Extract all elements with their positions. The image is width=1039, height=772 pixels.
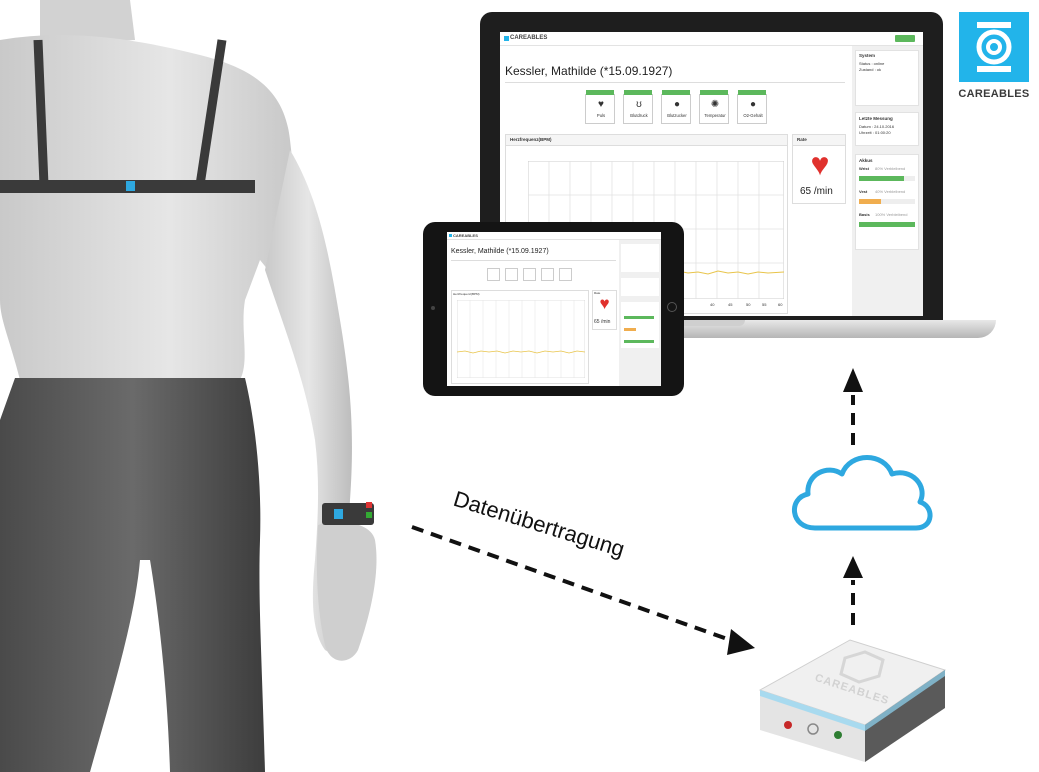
chart-tick: 60	[778, 302, 783, 307]
chart-tick: 50	[746, 302, 751, 307]
vital-card-temperatur[interactable]: ✺Temperatur	[699, 90, 729, 124]
tablet-rate-title: Rate	[594, 291, 601, 295]
battery-wrist-value: 80% Verbleibend	[875, 166, 906, 171]
careables-logo	[959, 12, 1029, 82]
chest-sensor	[126, 181, 135, 191]
vital-card-blutzucker[interactable]: ●Blutzucker	[661, 90, 691, 124]
tablet-screen: CAREABLES Kessler, Mathilde (*15.09.1927…	[447, 232, 661, 386]
laptop-rate-panel: Rate ♥ 65 /min	[792, 134, 846, 204]
tablet-chart-title: Herzfrequenz(BPM)	[453, 292, 480, 296]
rate-title: Rate	[797, 137, 807, 142]
battery-wrist-bar	[859, 176, 915, 181]
battery-base-value: 100% Verbleibend	[875, 212, 908, 217]
tablet-rate-value: 65 /min	[594, 319, 611, 325]
measurement-date: Datum : 24.10.2016	[859, 124, 895, 129]
drop-icon: ●	[749, 99, 757, 110]
careables-logo-icon	[976, 22, 1012, 72]
heart-icon: ♥	[599, 294, 610, 313]
chart-tick: 55	[762, 302, 767, 307]
cloud-icon	[791, 455, 933, 531]
battery-vest-value: 40% Verbleibend	[875, 189, 906, 194]
sun-icon: ✺	[710, 99, 720, 110]
system-panel	[855, 50, 919, 106]
base-power-icon	[807, 723, 819, 735]
person-illustration	[0, 0, 377, 772]
battery-title: Akkus	[859, 158, 873, 163]
tablet-chart-panel	[451, 290, 589, 384]
battery-vest: Vest	[859, 189, 868, 194]
drop-icon: ●	[673, 99, 681, 110]
upload-arrowhead-upper	[843, 368, 863, 392]
heart-icon: ♥	[598, 99, 604, 110]
wristband	[322, 503, 374, 525]
tablet-header-brand: CAREABLES	[453, 233, 478, 238]
measurement-time: Uhrzeit : 01:00:20	[859, 130, 891, 135]
laptop-patient-name: Kessler, Mathilde (*15.09.1927)	[505, 64, 673, 78]
tablet-heart-chart	[457, 300, 585, 378]
laptop-chart-title: Herzfrequenz(BPM)	[510, 137, 552, 142]
tablet-patient-name: Kessler, Mathilde (*15.09.1927)	[451, 248, 549, 255]
upload-arrowhead-lower	[843, 556, 863, 578]
tablet-device: CAREABLES Kessler, Mathilde (*15.09.1927…	[423, 222, 684, 396]
system-title: System	[859, 53, 876, 58]
tablet-rate-panel	[592, 290, 617, 330]
vital-card-o2[interactable]: ●O2-Gehalt	[737, 90, 767, 124]
laptop-brand-icon	[504, 36, 509, 41]
transfer-arrowhead	[727, 629, 755, 655]
careables-logo-text: CAREABLES	[958, 88, 1030, 100]
heart-icon: ♥	[810, 146, 830, 182]
battery-base: Basis	[859, 212, 870, 217]
chart-tick: 45	[728, 302, 733, 307]
system-status: Status : online	[859, 61, 885, 66]
stethoscope-icon: ʊ	[636, 99, 642, 110]
battery-base-bar	[859, 222, 915, 227]
laptop-header-brand: CAREABLES	[510, 35, 548, 41]
measurement-title: Letzte Messung	[859, 116, 893, 121]
vital-card-puls[interactable]: ♥Puls	[585, 90, 615, 124]
measurement-panel	[855, 112, 919, 146]
laptop-user-button[interactable]	[895, 35, 915, 42]
data-transfer-label: Datenübertragung	[450, 486, 628, 562]
system-state: Zustand : ok	[859, 67, 882, 72]
battery-vest-bar	[859, 199, 915, 204]
base-station: CAREABLES	[755, 630, 950, 765]
base-logo-icon	[839, 650, 885, 684]
chart-tick: 40	[710, 302, 715, 307]
battery-wrist: Wrist	[859, 166, 869, 171]
wrist-sensor	[334, 509, 343, 519]
rate-value: 65 /min	[800, 186, 833, 197]
